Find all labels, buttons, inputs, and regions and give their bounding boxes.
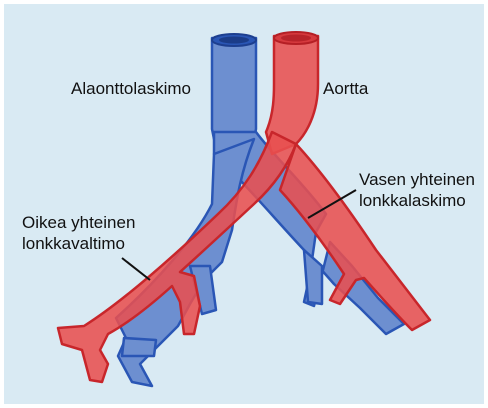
left-vein-branch: [304, 250, 322, 304]
right-vein-branch-lower: [122, 338, 156, 356]
right-common-iliac-artery: [58, 132, 296, 382]
inferior-vena-cava: [212, 38, 256, 139]
label-right-common-iliac-artery: Oikea yhteinen lonkkavaltimo: [22, 212, 135, 254]
label-inferior-vena-cava: Alaonttolaskimo: [71, 78, 191, 99]
label-right-common-iliac-artery-line1: Oikea yhteinen: [22, 212, 135, 233]
leader-line-right-artery: [122, 258, 150, 280]
label-right-common-iliac-artery-line2: lonkkavaltimo: [22, 233, 135, 254]
diagram-panel: Alaonttolaskimo Aortta Vasen yhteinen lo…: [4, 4, 484, 404]
label-left-common-iliac-vein-line1: Vasen yhteinen: [359, 169, 475, 190]
label-aorta: Aortta: [323, 78, 368, 99]
label-left-common-iliac-vein: Vasen yhteinen lonkkalaskimo: [359, 169, 475, 211]
label-left-common-iliac-vein-line2: lonkkalaskimo: [359, 190, 475, 211]
aorta-opening-inner: [281, 35, 311, 42]
vena-cava-opening-inner: [219, 37, 249, 44]
